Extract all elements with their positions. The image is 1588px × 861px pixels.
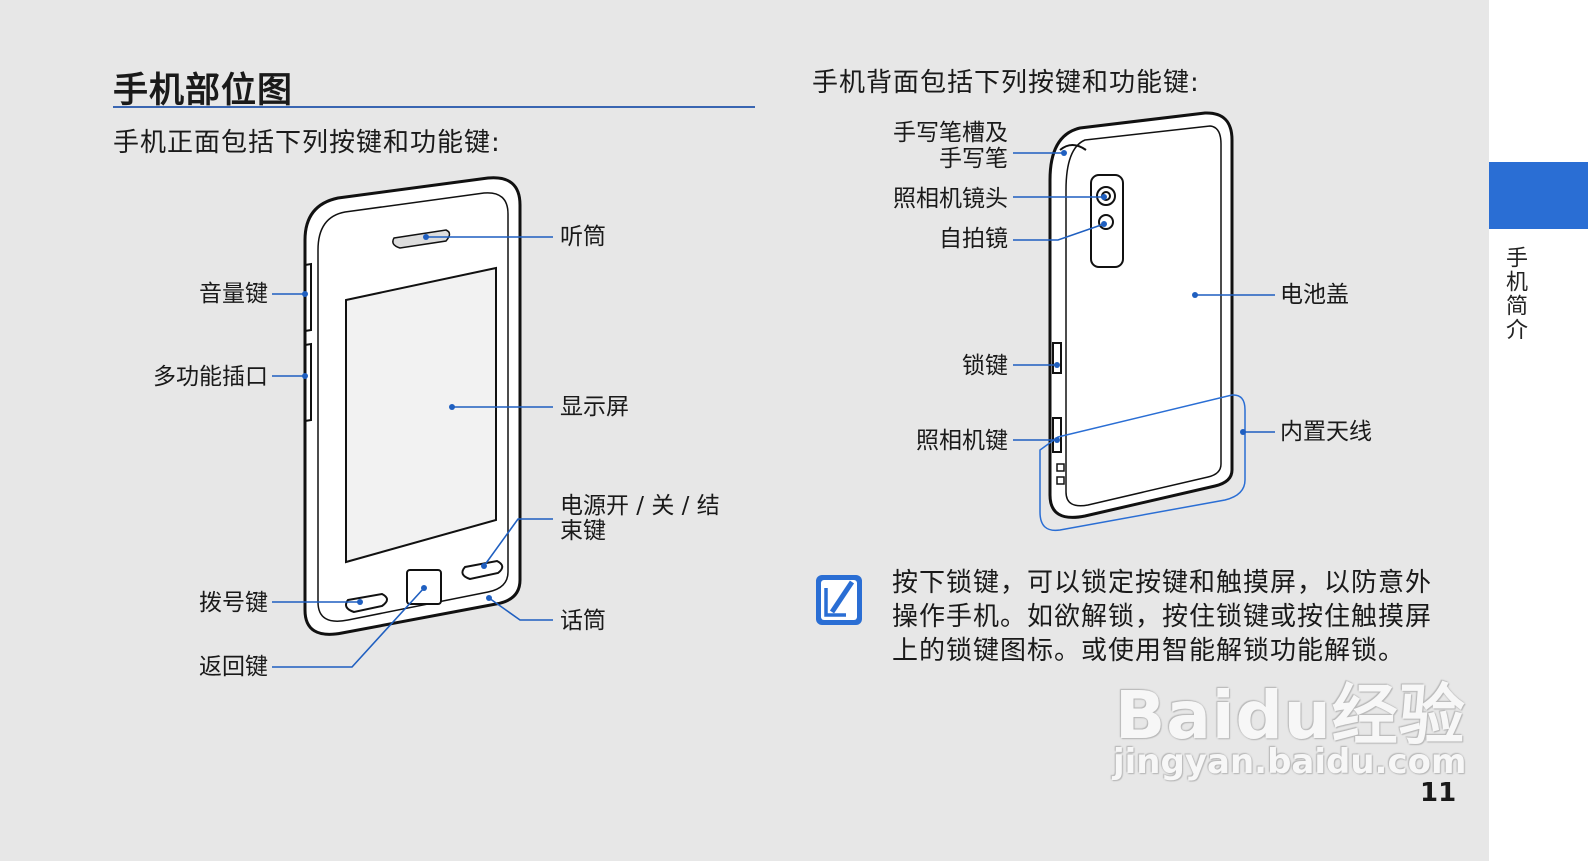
label-battery-cover: 电池盖 <box>1280 282 1349 308</box>
title-underline <box>113 106 755 108</box>
label-multifunction-jack: 多功能插口 <box>153 364 268 390</box>
note-pencil-icon <box>816 575 862 625</box>
back-intro-text: 手机背面包括下列按键和功能键: <box>812 68 1200 98</box>
front-leader-lines <box>272 236 553 668</box>
baidu-watermark-brand: Baidu经验 <box>1115 677 1466 754</box>
right-margin-strip <box>1489 0 1588 861</box>
label-power-key-line2: 束键 <box>560 518 606 544</box>
label-camera-key: 照相机键 <box>916 428 1008 454</box>
label-power-key-line1: 电源开 / 关 / 结 <box>560 493 720 519</box>
label-microphone: 话筒 <box>560 608 606 634</box>
label-back-key: 返回键 <box>199 654 268 680</box>
label-stylus-slot-line2: 手写笔 <box>939 146 1008 172</box>
label-internal-antenna: 内置天线 <box>1280 419 1372 445</box>
label-lock-key: 锁键 <box>962 353 1008 379</box>
back-phone-illustration <box>1048 111 1234 519</box>
baidu-watermark-url: jingyan.baidu.com <box>1113 742 1467 782</box>
front-phone-illustration <box>303 176 522 636</box>
label-camera-lens: 照相机镜头 <box>893 186 1008 212</box>
label-display: 显示屏 <box>560 394 629 420</box>
antenna-outline <box>1039 394 1246 532</box>
back-leader-lines <box>1013 152 1275 441</box>
chapter-tab-label: 手机简介 <box>1502 246 1527 342</box>
label-self-portrait-mirror: 自拍镜 <box>939 226 1008 252</box>
note-text: 按下锁键，可以锁定按键和触摸屏，以防意外操作手机。如欲解锁，按住锁键或按住触摸屏… <box>892 568 1433 666</box>
page-number: 11 <box>1420 778 1457 808</box>
label-stylus-slot-line1: 手写笔槽及 <box>893 120 1008 146</box>
chapter-tab <box>1489 162 1588 229</box>
page-title: 手机部位图 <box>113 71 294 111</box>
label-dial-key: 拨号键 <box>199 590 268 616</box>
front-intro-text: 手机正面包括下列按键和功能键: <box>113 128 501 158</box>
label-volume-key: 音量键 <box>199 281 268 307</box>
label-earpiece: 听筒 <box>560 224 606 250</box>
